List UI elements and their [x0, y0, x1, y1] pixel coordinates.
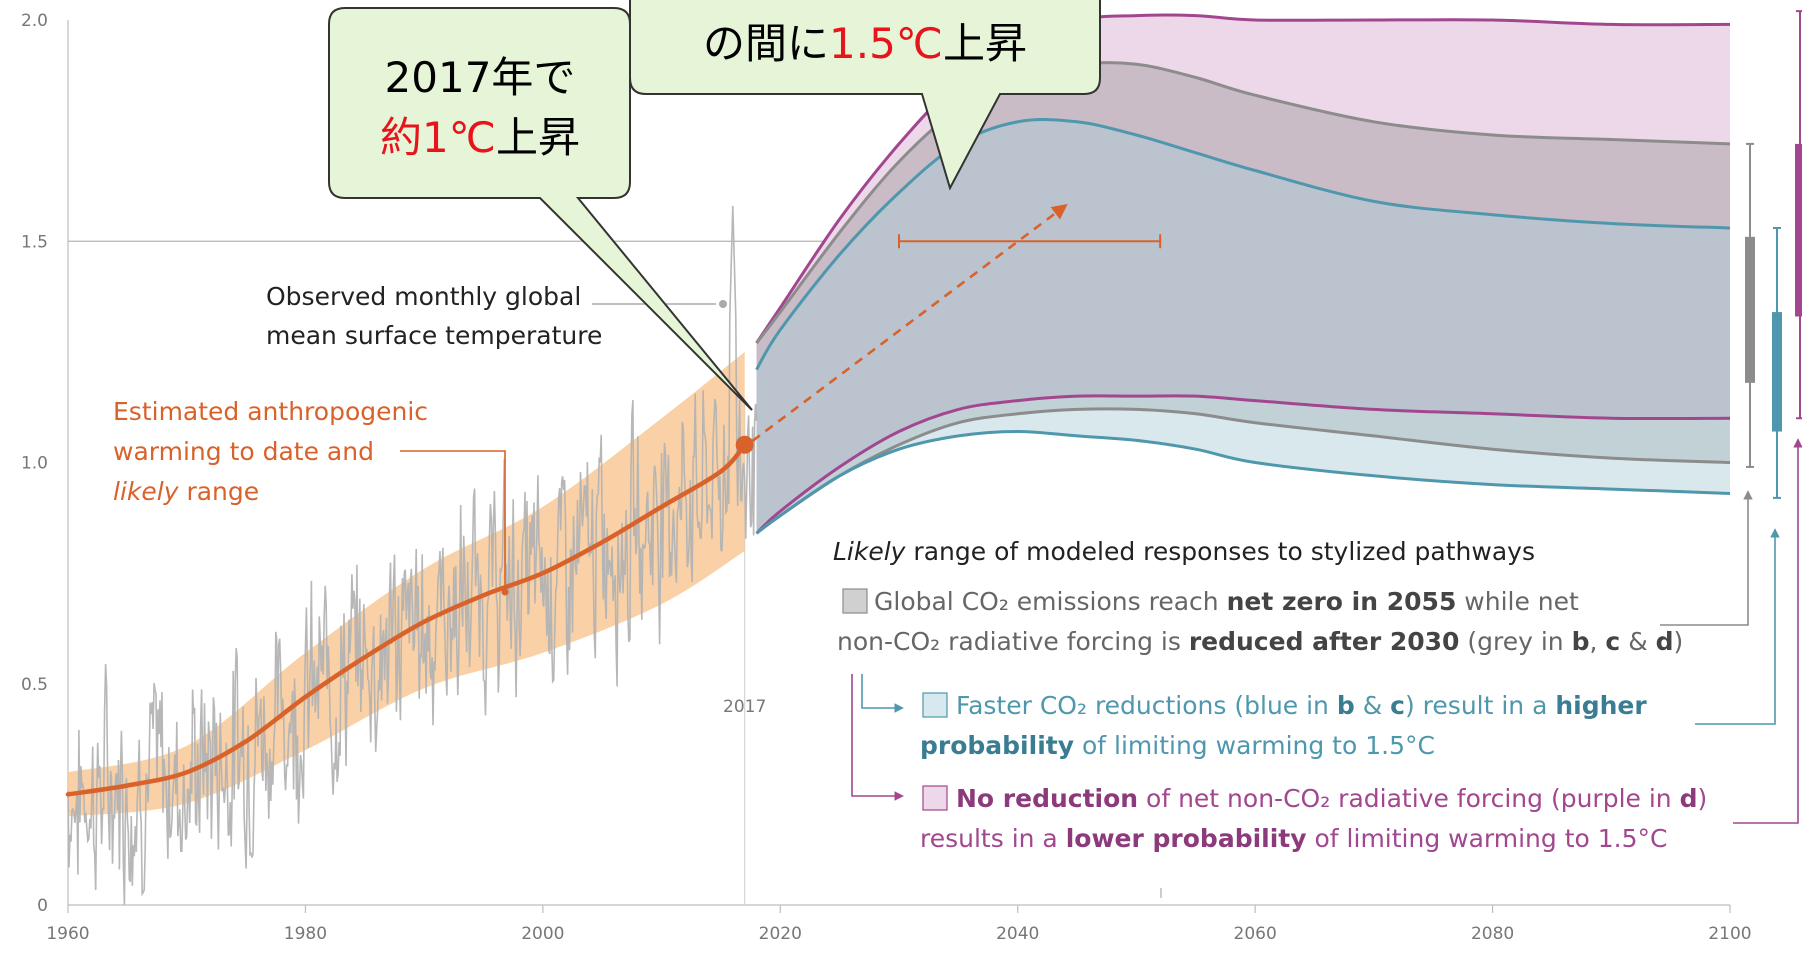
- observed-leader-dot: [719, 300, 727, 308]
- y-tick-label: 0: [37, 896, 48, 916]
- x-tick-labels: 1960 1980 2000 2020 2040 2060 2080 2100: [46, 905, 1752, 944]
- blue-lower-line: [755, 429, 1731, 535]
- y-tick-label: 1.5: [21, 232, 48, 252]
- blue-bar-likely: [1772, 312, 1782, 432]
- crossing-range-1-5: [898, 234, 1162, 249]
- purple-upper-line: [755, 13, 1731, 344]
- grey-upper-line: [755, 61, 1731, 344]
- anthropogenic-2017-dot: [735, 435, 754, 454]
- x-tick-label: 1980: [284, 924, 327, 944]
- x-tick-label: 2040: [996, 924, 1039, 944]
- legend-purple-swatch: [922, 785, 948, 811]
- legend-purple-connector: [851, 674, 904, 801]
- anthro-annotation-line2: warming to date and: [113, 437, 374, 466]
- observed-monthly-series: [67, 205, 758, 906]
- x-tick-label: 2080: [1471, 924, 1514, 944]
- legend-title: Likely range of modeled responses to sty…: [833, 537, 1535, 566]
- projection-arrow: [751, 203, 1068, 442]
- anthro-annotation-line1: Estimated anthropogenic: [113, 397, 428, 426]
- legend-grey-swatch: [842, 588, 868, 614]
- purple-range-band: [756, 15, 1730, 534]
- observed-annotation-line2: mean surface temperature: [266, 321, 602, 350]
- blue-upper-line: [755, 118, 1731, 371]
- blue-range-band: [756, 119, 1730, 534]
- purple-bar-likely: [1795, 143, 1802, 317]
- callout-left-bubble: [328, 7, 753, 411]
- legend-blue-line1: Faster CO₂ reductions (blue in b & c) re…: [956, 691, 1647, 720]
- legend-purple-line1: No reduction of net non-CO₂ radiative fo…: [956, 784, 1707, 813]
- x-tick-label: 2060: [1234, 924, 1277, 944]
- grey-bar-connector: [1660, 490, 1753, 626]
- right-range-bars: [1745, 10, 1802, 499]
- grey-bar-likely: [1745, 236, 1755, 383]
- y-tick-label: 2.0: [21, 11, 48, 31]
- observed-annotation-line1: Observed monthly global: [266, 282, 581, 311]
- legend-grey-line1: Global CO₂ emissions reach net zero in 2…: [874, 587, 1579, 616]
- anthropogenic-central-line: [65, 442, 747, 797]
- callout-left-line2: 約1℃上昇: [380, 113, 580, 162]
- callout-left-line1: 2017年で: [385, 53, 576, 102]
- callout-right-bubble: [629, 0, 1101, 191]
- purple-bar-connector: [1733, 438, 1802, 824]
- legend-blue-swatch: [922, 692, 948, 718]
- year-2017-label: 2017: [723, 697, 766, 717]
- purple-lower-line: [755, 394, 1731, 535]
- y-tick-labels: 0 0.5 1.0 1.5 2.0: [21, 11, 48, 916]
- y-tick-label: 0.5: [21, 675, 48, 695]
- legend-blue-connector: [861, 674, 904, 713]
- x-tick-label: 1960: [46, 924, 89, 944]
- legend-grey-line2: non-CO₂ radiative forcing is reduced aft…: [837, 627, 1683, 656]
- anthro-leader-line: [400, 450, 506, 590]
- legend-blue-line2: probability of limiting warming to 1.5°C: [920, 731, 1435, 760]
- blue-bar-connector: [1695, 528, 1780, 725]
- x-tick-label: 2100: [1708, 924, 1751, 944]
- x-tick-label: 2020: [759, 924, 802, 944]
- y-tick-label: 1.0: [21, 454, 48, 474]
- anthro-leader-dot: [501, 588, 509, 596]
- callout-right-line: の間に1.5℃上昇: [703, 19, 1027, 68]
- legend-purple-line2: results in a lower probability of limiti…: [920, 824, 1667, 853]
- anthro-annotation-line3: likely range: [113, 477, 259, 506]
- x-tick-label: 2000: [521, 924, 564, 944]
